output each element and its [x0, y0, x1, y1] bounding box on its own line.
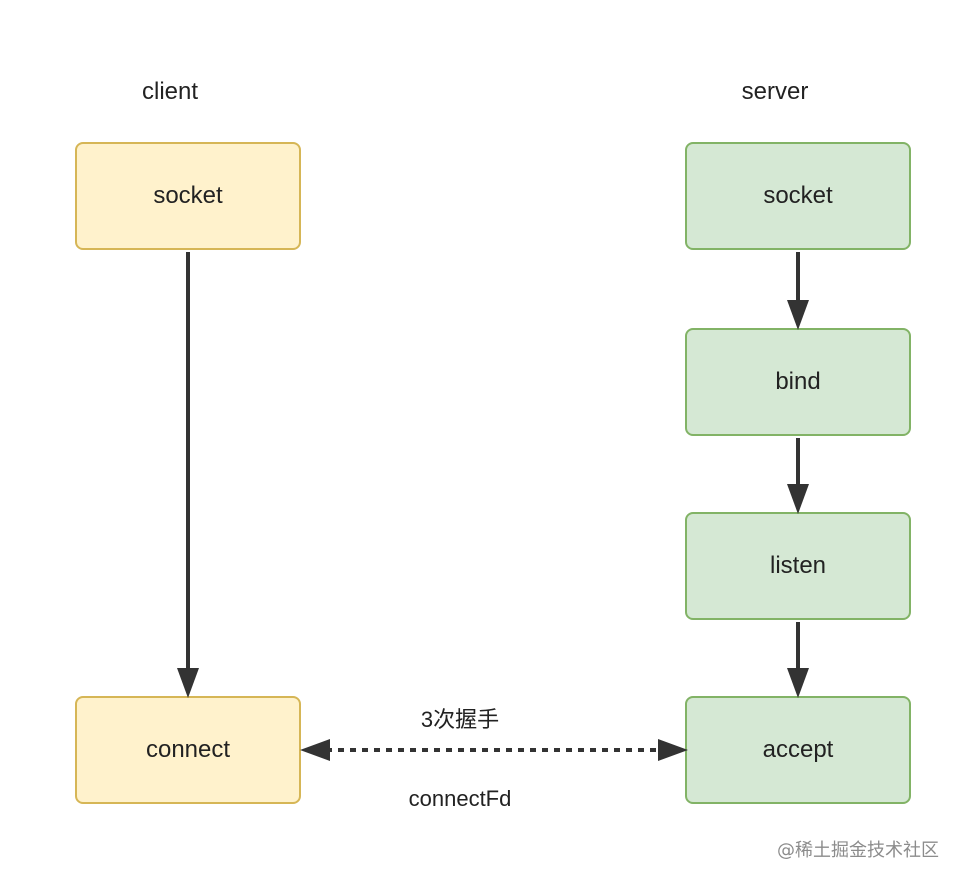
arrowhead-client-connect [177, 668, 199, 698]
client-column-label: client [141, 78, 199, 105]
handshake-arrowhead-left [300, 739, 330, 761]
arrowhead-server-listen [787, 484, 809, 514]
server-column-label: server [741, 78, 809, 105]
client-socket-node: socket [75, 142, 301, 250]
arrowhead-server-accept [787, 668, 809, 698]
server-socket-node: socket [685, 142, 911, 250]
handshake-arrowhead-right [658, 739, 688, 761]
arrowhead-server-bind [787, 300, 809, 330]
handshake-bottom-label: connectFd [408, 786, 512, 811]
server-listen-node: listen [685, 512, 911, 620]
watermark-text: @稀土掘金技术社区 [777, 840, 939, 861]
server-bind-node: bind [685, 328, 911, 436]
handshake-top-label: 3次握手 [420, 707, 500, 732]
